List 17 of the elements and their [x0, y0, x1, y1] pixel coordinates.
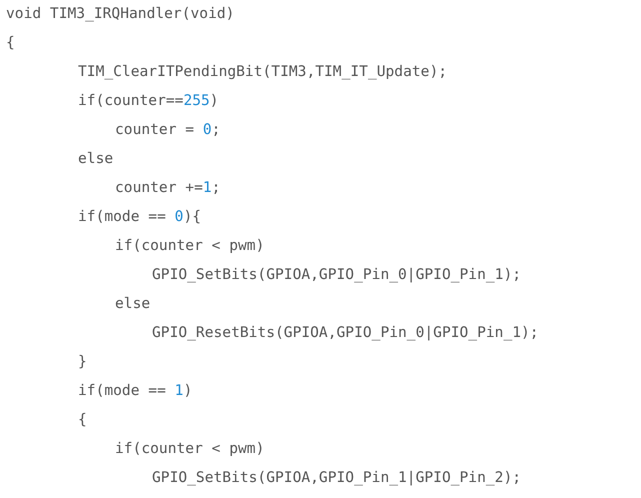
code-line: if(mode == 1) — [78, 381, 192, 401]
code-line: } — [78, 352, 87, 372]
code-line: GPIO_SetBits(GPIOA,GPIO_Pin_1|GPIO_Pin_2); — [152, 468, 522, 488]
code-line: { — [6, 33, 15, 53]
code-line: void TIM3_IRQHandler(void) — [6, 4, 234, 24]
code-line: TIM_ClearITPendingBit(TIM3,TIM_IT_Update); — [78, 62, 448, 82]
code-line: counter = 0; — [115, 120, 220, 140]
code-line: if(mode == 0){ — [78, 207, 202, 227]
code-line: counter +=1; — [115, 178, 220, 198]
code-line: GPIO_SetBits(GPIOA,GPIO_Pin_0|GPIO_Pin_1); — [152, 265, 522, 285]
code-line: if(counter < pwm) — [115, 439, 264, 459]
code-line: else — [78, 149, 114, 169]
code-line: { — [78, 410, 87, 430]
code-line: if(counter==255) — [78, 91, 219, 111]
code-line: GPIO_ResetBits(GPIOA,GPIO_Pin_0|GPIO_Pin_1); — [152, 323, 539, 343]
code-line: else — [115, 294, 150, 314]
code-line: if(counter < pwm) — [115, 236, 264, 256]
